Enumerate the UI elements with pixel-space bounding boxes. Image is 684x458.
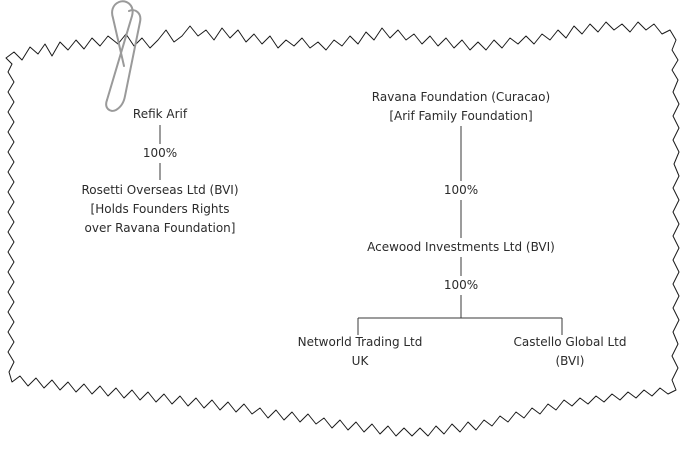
owner-refik-arif: Refik Arif [100, 105, 220, 124]
percent-label-ravana-acewood: 100% [436, 181, 486, 200]
percent-label-left: 100% [130, 144, 190, 163]
owner-name: Refik Arif [132, 107, 188, 121]
company-name: Castello Global Ltd [513, 335, 627, 349]
company-jurisdiction: UK [351, 354, 369, 368]
foundation-name: Ravana Foundation (Curacao) [371, 90, 551, 104]
foundation-note: [Arif Family Foundation] [389, 109, 533, 123]
company-note-line1: [Holds Founders Rights [90, 202, 230, 216]
company-name: Rosetti Overseas Ltd (BVI) [81, 183, 239, 197]
company-name: Networld Trading Ltd [297, 335, 423, 349]
paperclip-icon [105, 0, 142, 112]
company-networld-trading: Networld Trading Ltd UK [280, 333, 440, 371]
torn-paper-edge [5, 21, 680, 437]
company-name: Acewood Investments Ltd (BVI) [367, 240, 555, 254]
foundation-ravana: Ravana Foundation (Curacao) [Arif Family… [341, 88, 581, 126]
company-note-line2: over Ravana Foundation] [84, 221, 236, 235]
percent-value: 100% [142, 146, 178, 160]
percent-value: 100% [443, 183, 479, 197]
company-jurisdiction: (BVI) [555, 354, 585, 368]
company-rosetti-overseas: Rosetti Overseas Ltd (BVI) [Holds Founde… [60, 181, 260, 238]
company-acewood-investments: Acewood Investments Ltd (BVI) [346, 238, 576, 257]
company-castello-global: Castello Global Ltd (BVI) [490, 333, 650, 371]
percent-value: 100% [443, 278, 479, 292]
percent-label-acewood-subsidiaries: 100% [436, 276, 486, 295]
